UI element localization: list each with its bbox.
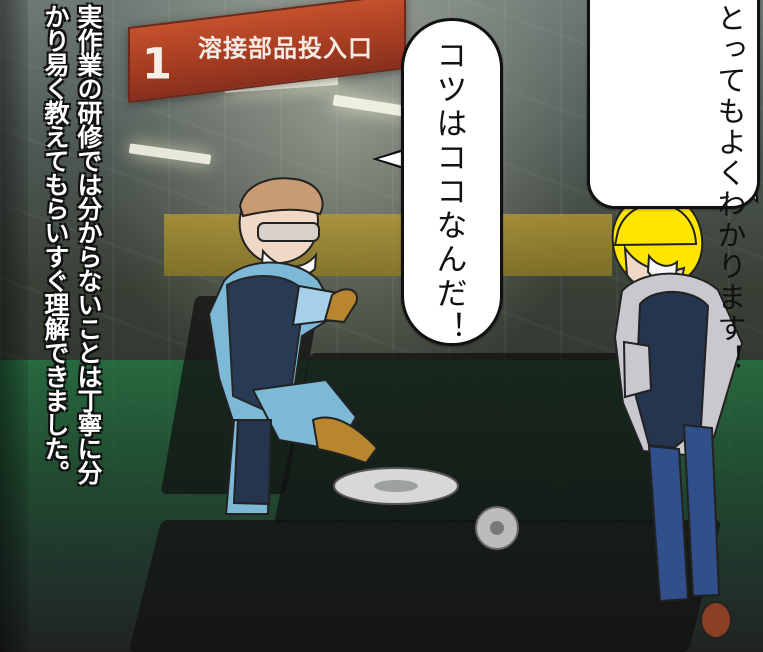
caption-line-2: かり易く教えてもらいすぐ理解できました。 [41, 4, 70, 484]
speech-bubble-tail-middle-fill [378, 150, 408, 168]
caption-line-1: 実作業の研修では分からないことは丁寧に分 [74, 4, 103, 484]
left-border-strip [0, 0, 28, 652]
speech-text-middle: コツはココなんだ！ [430, 39, 467, 345]
machine-frame-front [128, 520, 722, 652]
banner-number: 1 [142, 39, 172, 90]
banner-text: 溶接部品投入口 [198, 34, 373, 63]
speech-bubble-right: とってもよくわかります！ [587, 0, 760, 375]
speech-text-right: とってもよくわかります！ [713, 3, 747, 375]
speech-bubble-middle: コツはココなんだ！ [401, 18, 503, 346]
machine-frame-center [273, 353, 697, 523]
machine-guard [164, 214, 612, 276]
